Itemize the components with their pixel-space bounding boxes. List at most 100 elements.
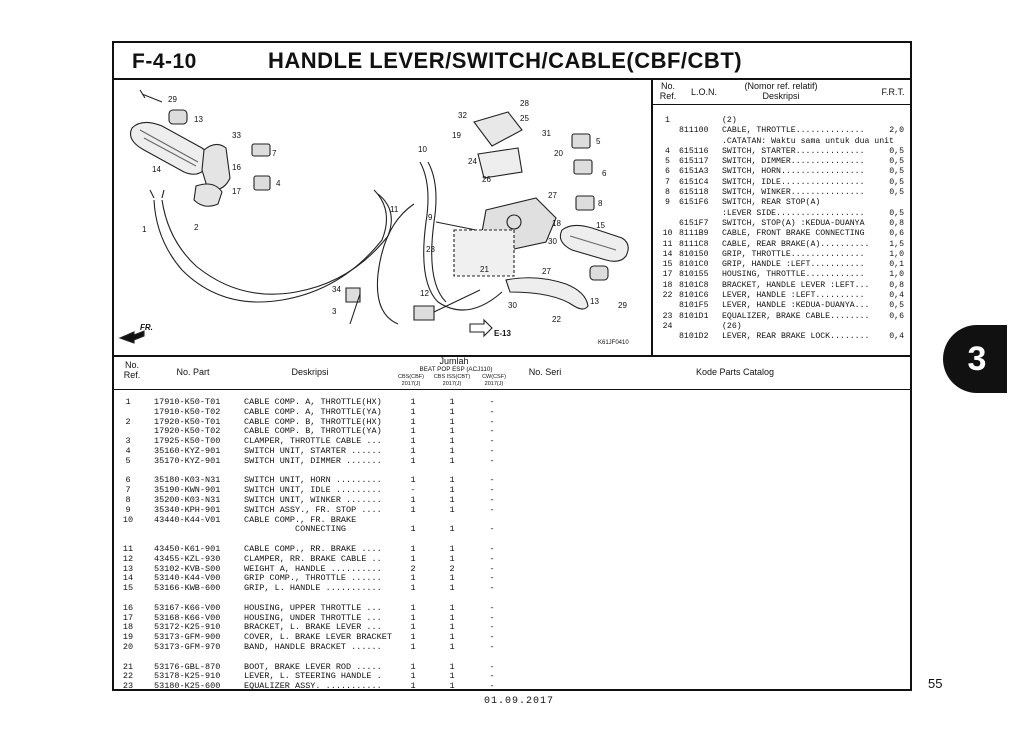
part-number: 17910-K50-T02 (154, 406, 221, 417)
ref-desc: CABLE, FRONT BRAKE CONNECTING (722, 229, 865, 239)
part-description: CABLE COMP. A, THROTTLE(YA) (244, 406, 382, 417)
ref-no: 14 (662, 249, 673, 259)
section-tab[interactable]: 3 (943, 325, 1007, 393)
parts-diagram: 29 13 33 7 14 16 17 4 1 2 3 34 28 32 25 … (118, 89, 629, 346)
ref-desc: LEVER, HANDLE :LEFT.......... (722, 291, 865, 301)
ref-frt (882, 116, 904, 126)
ref-lon: 8111B9 (679, 229, 709, 239)
parts-header-col2: CBS ISS(CBT) 2017(J) (433, 374, 471, 387)
ref-frt: 0,5 (889, 208, 904, 218)
qty-csf: - (489, 445, 495, 456)
ref-lon (679, 322, 722, 332)
qty-cbt: 1 (449, 436, 455, 447)
part-number: 17910-K50-T01 (154, 397, 221, 407)
ref-frt: 0,4 (889, 332, 904, 342)
ref-column-divider (651, 79, 653, 355)
ref-lon: 6151F7 (679, 218, 709, 228)
parts-row: 17910-K50-T02 CABLE COMP. A, THROTTLE(YA)… (116, 406, 512, 418)
callout-31: 31 (542, 129, 551, 138)
ref-no: 1 (665, 116, 670, 125)
reference-e13: E-13 (494, 329, 511, 338)
ref-frt: 0,5 (889, 188, 904, 198)
part-number: 53140-K44-V00 (154, 573, 221, 584)
qty-cbt: 1 (449, 543, 455, 554)
ref-desc: SWITCH, WINKER............... (722, 188, 865, 198)
ref-desc: CABLE, THROTTLE.............. (722, 126, 865, 136)
ref-no: 23 (662, 311, 673, 321)
ref-no (656, 137, 679, 147)
ref-header-no: No. Ref. (659, 81, 677, 101)
qty-cbf: 1 (410, 622, 416, 633)
ref-lon: 8111C8 (679, 239, 709, 249)
ref-frt: 0,6 (889, 311, 904, 321)
ref-desc: LEVER, REAR BRAKE LOCK........ (722, 332, 870, 342)
qty-csf: - (489, 485, 495, 496)
part-description: BRACKET, L. BRAKE LEVER ... (244, 622, 382, 633)
ref-no (656, 301, 679, 311)
part-ref-no: 18 (122, 622, 134, 633)
ref-desc: SWITCH, REAR STOP(A) (722, 198, 821, 208)
qty-csf: - (489, 416, 495, 427)
callout-17: 17 (232, 187, 241, 196)
qty-cbt: 1 (449, 524, 455, 535)
qty-cbt: 1 (449, 632, 455, 643)
qty-cbf: 1 (410, 524, 416, 535)
callout-4: 4 (276, 179, 281, 188)
ref-desc: SWITCH, STOP(A) :KEDUA-DUANYA (722, 218, 865, 228)
part-ref-no: 21 (122, 661, 134, 672)
callout-33: 33 (232, 131, 241, 140)
part-ref-no: 20 (122, 641, 134, 652)
part-number: 35200-K03-N31 (154, 494, 221, 505)
ref-no: 11 (662, 239, 673, 249)
ref-header-frt: F.R.T. (881, 87, 905, 97)
part-description: CABLE COMP., RR. BRAKE .... (244, 543, 382, 554)
ref-row: 23 8101D1 EQUALIZER, BRAKE CABLE........ 0,… (656, 312, 906, 322)
qty-cbt: 1 (449, 406, 455, 417)
callout-19: 19 (452, 131, 461, 140)
ref-lon: 615116 (679, 146, 709, 156)
ref-row: :LEVER SIDE..................0,5 (656, 209, 906, 219)
ref-no (656, 219, 679, 229)
ref-desc: SWITCH, DIMMER............... (722, 157, 865, 167)
part-description: EQUALIZER ASSY. ........... (244, 681, 382, 692)
callout-27b: 27 (542, 267, 551, 276)
part-ref-no: 16 (122, 602, 134, 613)
ref-frt: 0,5 (889, 167, 904, 177)
part-ref-no: 17 (122, 612, 134, 623)
ref-frt: 1,0 (889, 270, 904, 280)
qty-csf: - (489, 632, 495, 643)
ref-lon: 8101D1 (679, 311, 709, 321)
callout-29b: 29 (618, 301, 627, 310)
ref-desc: EQUALIZER, BRAKE CABLE........ (722, 311, 870, 321)
ref-desc: (26) (722, 321, 742, 331)
part-ref-no: 14 (122, 573, 134, 584)
part-number: 53168-K66-V00 (154, 612, 221, 623)
callout-24: 24 (468, 157, 477, 166)
part-ref-no: 13 (122, 563, 134, 574)
ref-desc: BRACKET, HANDLE LEVER :LEFT... (722, 280, 870, 290)
footer-date: 01.09.2017 (484, 696, 555, 707)
ref-row: 1(2) (656, 116, 906, 126)
ref-lon: 615117 (679, 157, 709, 167)
part-ref-no: 2 (125, 416, 131, 427)
part-number: 53173-GFM-970 (154, 641, 221, 652)
parts-header-part: No. Part (176, 367, 210, 377)
ref-header-divider (652, 104, 910, 105)
qty-csf: - (489, 671, 495, 682)
part-number: 43450-K61-901 (154, 543, 221, 554)
part-ref-no: 4 (125, 445, 131, 456)
